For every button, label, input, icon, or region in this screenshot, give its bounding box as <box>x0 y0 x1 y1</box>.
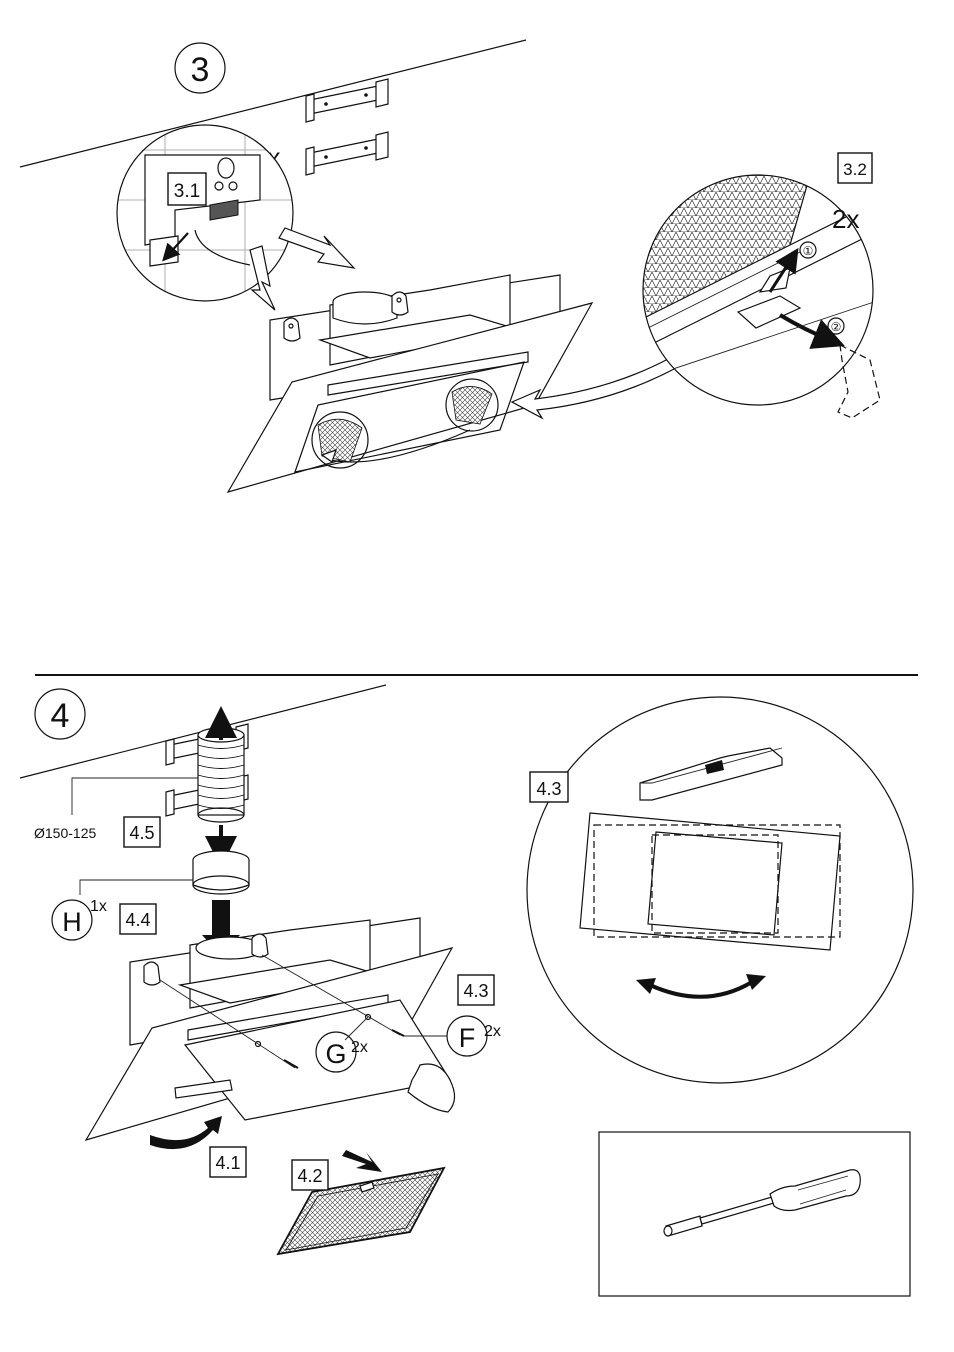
grease-filter <box>276 1166 446 1256</box>
order-marker-2: ② <box>831 320 842 334</box>
spirit-level-icon <box>639 747 783 801</box>
detail-3-2-circle: ① ② <box>642 174 874 406</box>
step-3-number: 3 <box>191 51 210 89</box>
removed-filter <box>837 343 881 419</box>
label-4-4: 4.4 <box>125 910 150 930</box>
wall-bracket-top <box>305 78 389 123</box>
part-f: F <box>459 1023 476 1053</box>
order-marker-1: ① <box>803 244 814 258</box>
duct-diameter: Ø150-125 <box>34 825 96 841</box>
step-3-section: 3 2x <box>19 39 881 493</box>
step-4-section: 4 <box>19 684 914 1297</box>
wall-bracket-bottom <box>305 131 389 176</box>
diameter-leader <box>71 777 198 815</box>
arrow-3-1-a <box>278 227 356 269</box>
label-4-2: 4.2 <box>297 1166 322 1186</box>
tool-box <box>598 1131 911 1297</box>
rotate-arrow-icon <box>636 974 766 999</box>
screwdriver-icon <box>663 1169 861 1237</box>
detail-3-1-circle: 3.1 <box>116 124 294 302</box>
label-3-1: 3.1 <box>174 181 200 202</box>
step-3-badge: 3 <box>174 42 226 94</box>
fixing-cam-left <box>283 317 301 342</box>
duct-pipe <box>197 727 245 823</box>
h-leader <box>79 879 193 895</box>
level-detail-circle <box>526 696 914 1084</box>
hood-step-4 <box>84 917 456 1141</box>
fixing-cam-4-left <box>143 961 161 986</box>
part-f-count: 2x <box>484 1023 501 1040</box>
label-4-3-hood: 4.3 <box>463 981 488 1001</box>
label-3-2: 3.2 <box>843 160 867 179</box>
glass-panel <box>226 302 594 493</box>
part-h: H <box>62 907 82 937</box>
hood-step-3 <box>226 274 594 493</box>
step-4-number: 4 <box>51 697 70 735</box>
part-h-count: 1x <box>90 898 107 915</box>
ceiling-line <box>19 39 527 168</box>
part-g-count: 2x <box>351 1039 368 1056</box>
label-4-1: 4.1 <box>215 1153 240 1173</box>
label-4-3-level: 4.3 <box>536 779 561 799</box>
filters-count: 2x <box>832 204 859 234</box>
adapter-ring-h <box>192 850 250 895</box>
label-4-5: 4.5 <box>129 823 154 843</box>
fixing-cam-right <box>391 291 409 316</box>
arrow-4-2 <box>342 1150 382 1172</box>
step-4-badge: 4 <box>34 688 86 740</box>
hand <box>407 1063 456 1113</box>
level-outline-tilted <box>579 812 841 951</box>
arrow-3-1-b <box>249 245 276 311</box>
part-g: G <box>325 1039 346 1069</box>
arrow-4-1 <box>150 1116 222 1150</box>
fixing-cam-4-right <box>251 933 269 958</box>
level-outline-dashed <box>593 824 841 938</box>
